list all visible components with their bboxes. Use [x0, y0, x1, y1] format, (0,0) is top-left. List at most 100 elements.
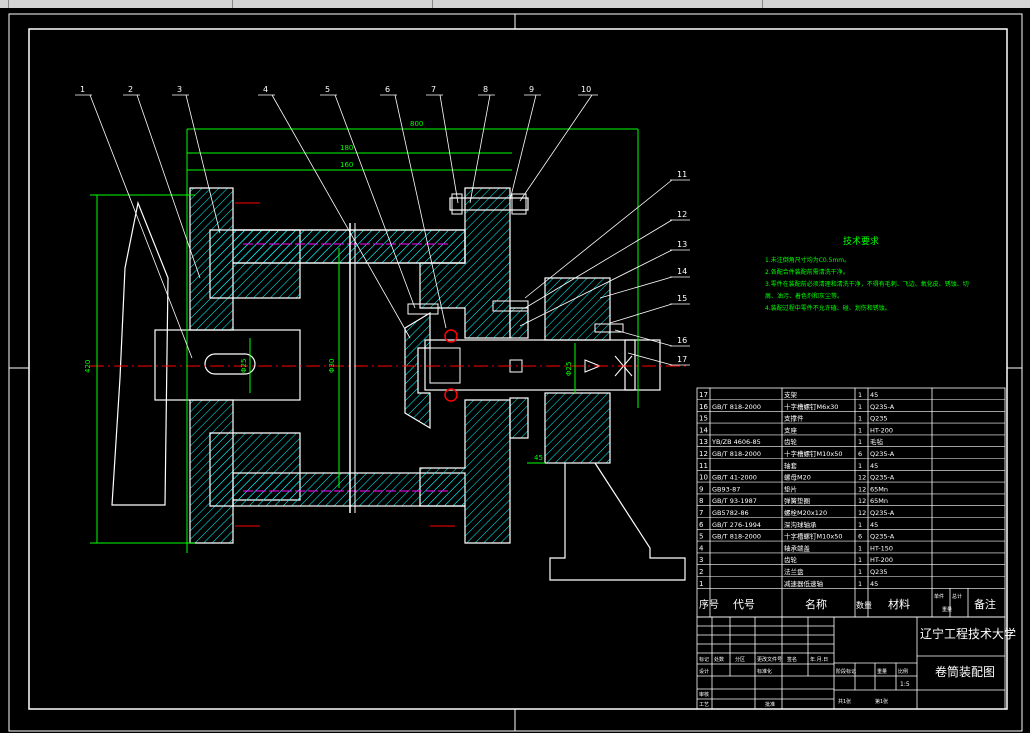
dim-center-dia: Φ30 — [328, 359, 336, 373]
scale-value: 1:5 — [900, 681, 910, 688]
bom-cell-name: 齿轮 — [784, 555, 798, 564]
bom-cell-qty: 1 — [858, 521, 862, 529]
dimension-lines: 800 180 160 420 Φ25 Φ30 Φ25 45 — [84, 120, 639, 553]
bom-cell-no: 16 — [699, 403, 708, 411]
balloon-17: 17 — [677, 355, 687, 364]
toolbar-segment — [760, 0, 763, 8]
bom-cell-name: 深沟球轴承 — [784, 520, 817, 529]
bom-cell-material: Q235-A — [870, 450, 895, 458]
balloon-11: 11 — [677, 170, 687, 179]
bom-cell-material: HT-200 — [870, 426, 893, 434]
balloon-5: 5 — [325, 85, 330, 94]
bom-header-material: 材料 — [888, 597, 910, 611]
bom-cell-code: GB/T 276-1994 — [712, 521, 761, 529]
bom-cell-code: YB/ZB 4606-85 — [711, 438, 761, 446]
tech-line-3: 3.零件在装配前必须清理和清洗干净，不得有毛刺、飞边、氧化皮、锈蚀、切 — [765, 280, 969, 288]
dim-right-dia: Φ25 — [565, 362, 573, 376]
bom-cell-no: 10 — [699, 474, 708, 482]
dim-overall-width: 800 — [410, 120, 423, 128]
bom-cell-no: 1 — [699, 580, 703, 588]
bom-cell-material: Q235-A — [870, 403, 895, 411]
balloon-2: 2 — [128, 85, 133, 94]
drawing-name: 卷筒装配图 — [935, 664, 995, 679]
bom-header-total: 总计 — [952, 593, 962, 600]
bom-cell-name: 十字槽螺钉M10x50 — [784, 532, 843, 541]
bom-cell-no: 9 — [699, 485, 703, 493]
bom-cell-no: 11 — [699, 462, 708, 470]
tb-stage-mark: 阶段标记 — [836, 668, 856, 675]
bom-cell-material: 45 — [870, 521, 878, 529]
balloon-12: 12 — [677, 210, 687, 219]
bom-cell-name: 弹簧垫圈 — [784, 496, 810, 505]
bom-header-weight: 重量 — [942, 606, 952, 613]
balloon-14: 14 — [677, 267, 687, 276]
bom-cell-name: 轴承端盖 — [784, 543, 811, 552]
bom-cell-material: HT-150 — [870, 544, 893, 552]
tech-title: 技术要求 — [843, 235, 879, 247]
bom-cell-code: GB/T 41-2000 — [712, 474, 757, 482]
bom-header-seq: 序号 — [699, 598, 719, 611]
title-block-text: 辽宁工程技术大学 卷筒装配图 1:5 标记 处数 分区 更改文件号 签名 年.月… — [699, 626, 1016, 708]
toolbar-segment — [0, 0, 9, 8]
bom-cell-name: 十字槽螺钉M6x30 — [784, 402, 838, 411]
tb-zone: 分区 — [735, 656, 745, 663]
bom-table — [696, 387, 1006, 618]
bom-cell-material: 65Mn — [870, 485, 888, 493]
toolbar-segment — [230, 0, 233, 8]
part-balloons — [75, 94, 690, 366]
bom-cell-code: GB/T 818-2000 — [712, 403, 761, 411]
balloon-1: 1 — [80, 85, 85, 94]
bom-header-name: 名称 — [805, 597, 827, 611]
dim-left-height: 420 — [84, 360, 92, 373]
tech-line-4: 屑、油污、着色剂和灰尘等。 — [765, 292, 843, 300]
bom-cell-qty: 1 — [858, 403, 862, 411]
balloon-3: 3 — [177, 85, 182, 94]
bom-cell-name: 齿轮 — [784, 437, 798, 446]
bom-cell-qty: 1 — [858, 415, 862, 423]
tb-sheet-no: 第1张 — [875, 698, 888, 705]
bom-cell-no: 17 — [699, 391, 708, 399]
school-name: 辽宁工程技术大学 — [920, 626, 1016, 641]
bom-cell-material: 45 — [870, 462, 878, 470]
balloon-4: 4 — [263, 85, 268, 94]
bom-cell-qty: 6 — [858, 450, 862, 458]
tech-line-2: 2.各配合件装配前需清洗干净。 — [765, 268, 849, 276]
tb-process: 工艺 — [699, 702, 709, 708]
bom-cell-qty: 12 — [858, 497, 866, 505]
bom-header-code: 代号 — [733, 598, 755, 611]
bom-cell-no: 5 — [699, 533, 703, 541]
bom-cell-qty: 12 — [858, 474, 866, 482]
bom-cell-no: 3 — [699, 556, 703, 564]
bom-cell-material: Q235 — [870, 568, 888, 576]
dim-mid-width-1: 180 — [340, 144, 353, 152]
tb-date: 年.月.日 — [810, 656, 828, 663]
bom-cell-no: 4 — [699, 544, 704, 552]
bom-cell-name: 支架 — [784, 390, 798, 399]
bom-cell-name: 支座 — [784, 425, 798, 434]
tb-check: 审核 — [699, 691, 709, 698]
bom-cell-code: GB5782-86 — [712, 509, 749, 517]
balloon-15: 15 — [677, 294, 687, 303]
bom-header-unit: 单件 — [934, 593, 944, 600]
tech-line-5: 4.装配过程中零件不允许磕、碰、划伤和锈蚀。 — [765, 304, 891, 312]
bom-header-remarks: 备注 — [974, 597, 996, 611]
bom-cell-name: 支撑件 — [784, 414, 804, 423]
tb-count: 处数 — [714, 656, 724, 663]
balloon-16: 16 — [677, 336, 687, 345]
bom-cell-material: 毛毡 — [870, 437, 884, 446]
tb-standard: 标准化 — [757, 668, 772, 675]
bom-cell-material: HT-200 — [870, 556, 893, 564]
bom-cell-no: 13 — [699, 438, 708, 446]
bom-cell-code: GB/T 818-2000 — [712, 450, 761, 458]
tb-approve: 批准 — [765, 701, 775, 708]
bom-cell-qty: 1 — [858, 568, 862, 576]
balloon-10: 10 — [581, 85, 591, 94]
dim-offset: 45 — [534, 454, 543, 462]
bom-cell-name: 法兰盘 — [784, 567, 804, 576]
tb-sign: 签名 — [787, 656, 797, 663]
bom-cell-no: 8 — [699, 497, 703, 505]
tb-weight: 重量 — [877, 668, 887, 675]
tb-design: 设计 — [699, 668, 709, 675]
bom-cell-no: 14 — [699, 426, 708, 434]
